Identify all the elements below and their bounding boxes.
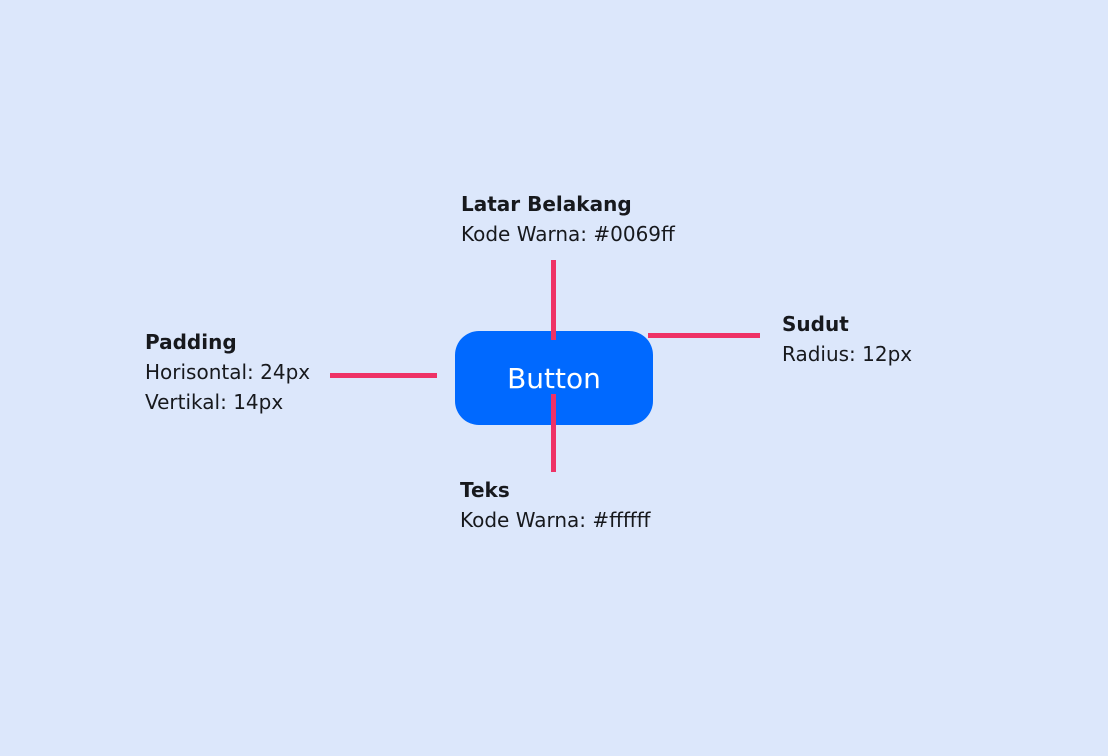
connector-line-top xyxy=(551,260,556,340)
annotation-corner-title: Sudut xyxy=(782,312,849,336)
annotation-padding-horizontal: Horisontal: 24px xyxy=(145,360,311,384)
annotation-text-title: Teks xyxy=(460,478,510,502)
annotation-text-detail: Kode Warna: #ffffff xyxy=(460,508,651,532)
annotation-padding: Padding Horisontal: 24px Vertikal: 14px xyxy=(145,327,310,417)
connector-line-right xyxy=(648,333,760,338)
annotation-corner-detail: Radius: 12px xyxy=(782,342,913,366)
annotation-background-detail: Kode Warna: #0069ff xyxy=(461,222,675,246)
annotation-background: Latar Belakang Kode Warna: #0069ff xyxy=(461,189,675,249)
annotation-corner: Sudut Radius: 12px xyxy=(782,309,912,369)
annotation-padding-vertical: Vertikal: 14px xyxy=(145,390,284,414)
annotation-text: Teks Kode Warna: #ffffff xyxy=(460,475,650,535)
annotation-background-title: Latar Belakang xyxy=(461,192,632,216)
connector-line-bottom xyxy=(551,394,556,472)
annotation-padding-title: Padding xyxy=(145,330,237,354)
connector-line-left xyxy=(330,373,437,378)
